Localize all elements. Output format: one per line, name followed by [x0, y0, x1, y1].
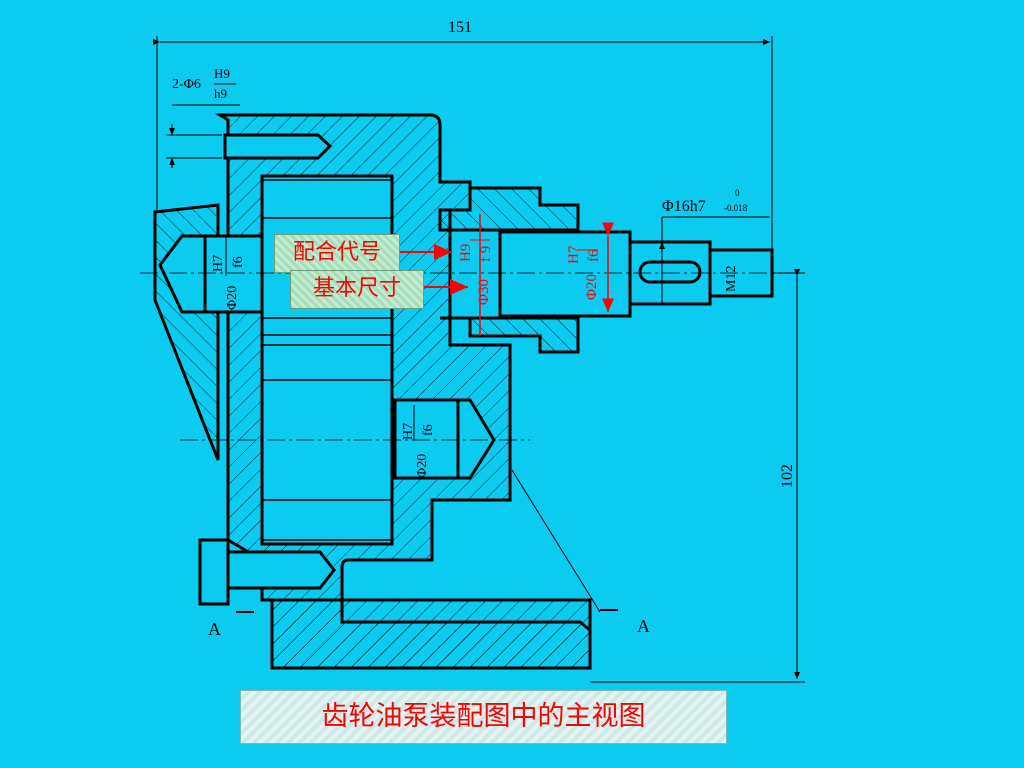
bushing-fit-lower: f 9 [478, 246, 494, 262]
shaft-tol-lower: -0.018 [724, 203, 748, 213]
dim-lower-fit: H7 f6 Φ20 [401, 405, 436, 478]
dim-shaft-fit: H7 f6 Φ20 [566, 222, 614, 312]
callout-basic-size: 基本尺寸 [290, 270, 424, 309]
lower-fit-upper: H7 [401, 423, 416, 440]
locating-pin [223, 133, 333, 160]
section-line [236, 469, 618, 613]
dim-overall-width [153, 36, 773, 260]
diagram-caption: 齿轮油泵装配图中的主视图 [240, 690, 727, 744]
pin-fit-upper: H9 [214, 66, 230, 81]
center-lines [140, 272, 800, 441]
lower-dia: Φ20 [415, 454, 430, 478]
gear-lower [261, 344, 393, 541]
hex-bolt [198, 538, 336, 606]
callout-fit-code: 配合代号 [274, 234, 400, 273]
shaft-dia-label: Φ16h7 [662, 198, 706, 215]
pin-fit-prefix: 2-Φ6 [172, 77, 201, 92]
lower-shaft-end [393, 398, 496, 480]
section-mark-left: A [208, 619, 221, 639]
left-fit-lower: f6 [231, 256, 246, 268]
shaft-tol-upper: 0 [735, 188, 740, 198]
shaft-fit-lower: f6 [586, 249, 602, 262]
dim-height-label: 102 [779, 464, 796, 488]
dim-bushing-fit: H9 f 9 Φ30 [458, 214, 494, 336]
dim-height [590, 269, 805, 683]
dim-shaft-dia [659, 216, 770, 305]
lower-fit-lower: f6 [421, 424, 436, 436]
dim-pin-fit [166, 83, 240, 168]
left-shaft-end [158, 234, 264, 314]
callout-arrows [400, 244, 468, 295]
dim-overall-width-label: 151 [448, 19, 472, 36]
packing-gland [438, 186, 580, 354]
thread-label: M12 [724, 266, 739, 292]
bushing-fit-upper: H9 [458, 244, 474, 262]
left-dia: Φ20 [225, 286, 240, 310]
left-fit-upper: H7 [211, 255, 226, 272]
shaft-fit-dia: Φ20 [584, 274, 600, 300]
section-mark-right: A [637, 616, 650, 636]
bushing-dia: Φ30 [476, 279, 492, 305]
shaft-fit-upper: H7 [566, 245, 582, 264]
pin-fit-lower: h9 [214, 86, 227, 101]
dim-left-fit: H7 f6 Φ20 [211, 236, 246, 310]
